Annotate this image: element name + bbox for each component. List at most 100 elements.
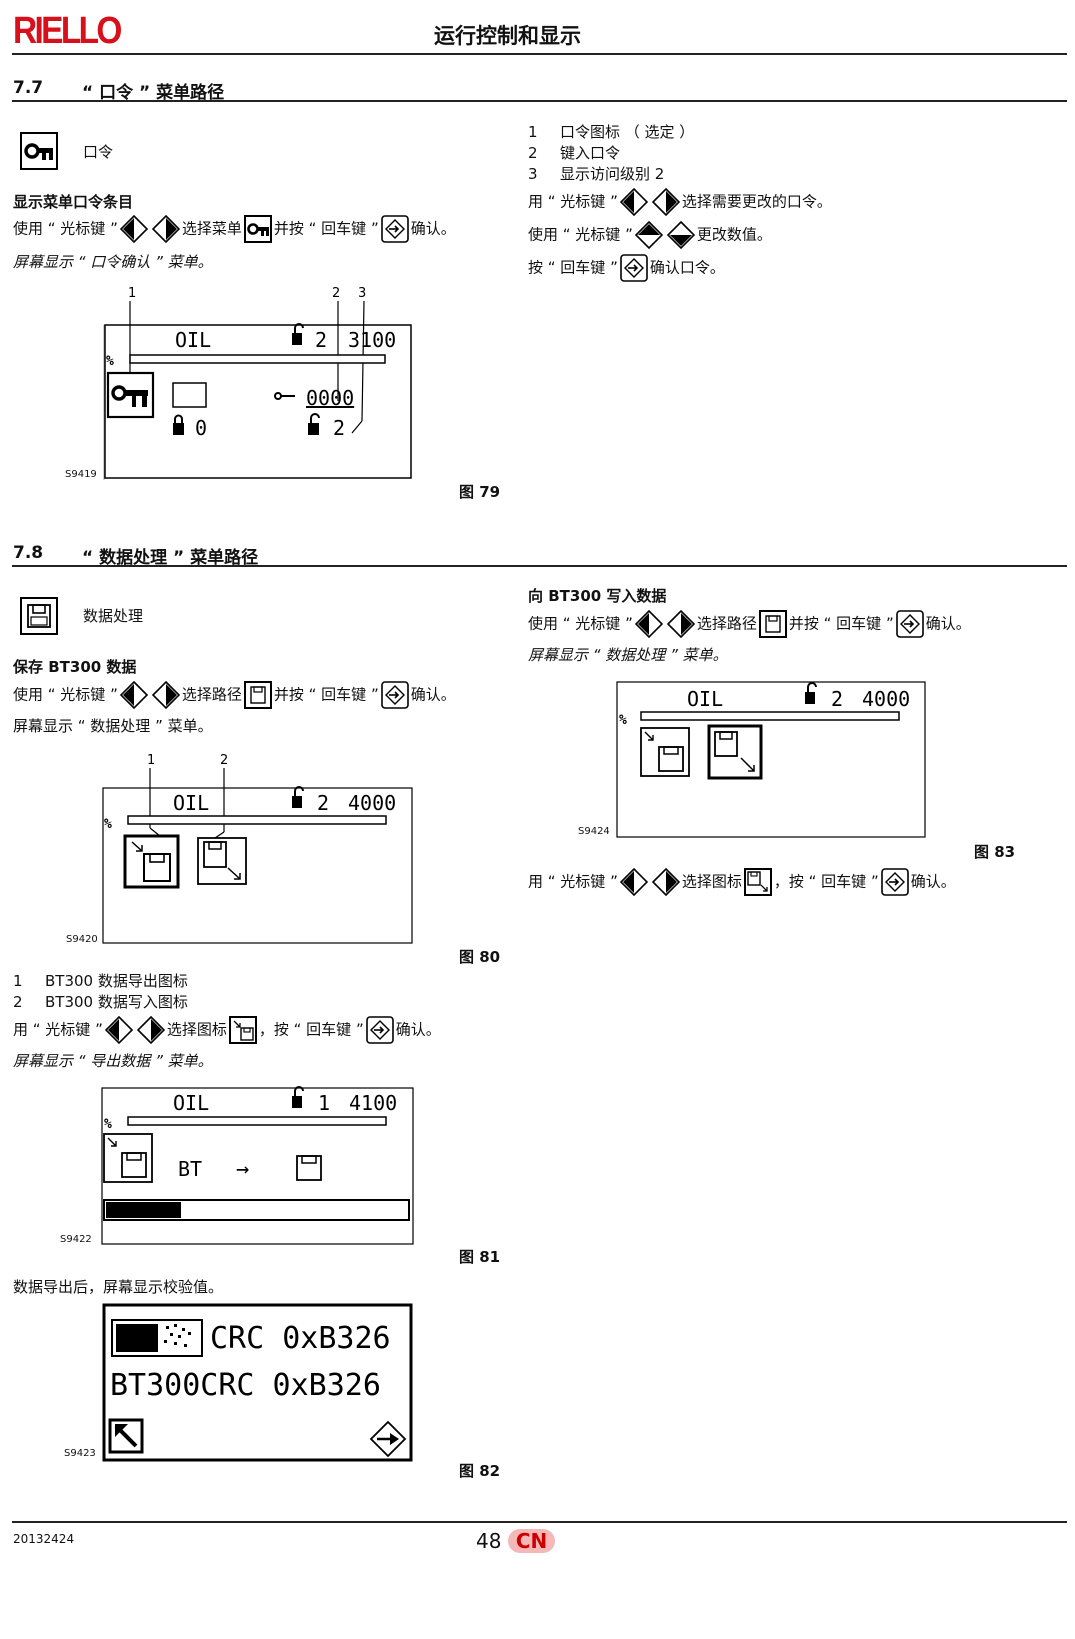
section-7-7-title: “ 口令 ” 菜单路径	[82, 83, 225, 103]
text: 用 “ 光标键 ”	[528, 192, 618, 211]
page-number-value: 48	[476, 1529, 502, 1553]
export-data-icon	[228, 1016, 257, 1044]
figure-83-label: 图 83	[974, 843, 1016, 861]
figure-81-code: S9422	[60, 1234, 92, 1245]
write-subheading: 向 BT300 写入数据	[528, 587, 667, 605]
text: 用 “ 光标键 ”	[528, 872, 618, 891]
lcd-bt: BT	[178, 1157, 202, 1181]
legend-num: 1	[528, 123, 538, 141]
cursor-down-key-icon	[667, 221, 695, 249]
lcd-crc-1: CRC 0xB326	[210, 1321, 391, 1356]
section-7-8-number: 7.8	[13, 543, 44, 563]
figure-81-label: 图 81	[459, 1248, 501, 1266]
text: 确认口令。	[649, 258, 725, 277]
enter-key-icon	[880, 868, 909, 896]
data-menu-icon	[243, 681, 272, 709]
save-step-1: 使用 “ 光标键 ”选择路径并按 “ 回车键 ”确认。	[13, 681, 456, 709]
data-icon-label: 数据处理	[83, 607, 144, 625]
export-progress-fill	[106, 1202, 181, 1218]
text: 确认。	[410, 219, 456, 238]
text: 并按 “ 回车键 ”	[273, 219, 379, 238]
password-icon-label: 口令	[83, 143, 114, 161]
figure-79-lcd: 1 2 3 OIL 2 3100 % 0000 0 2	[103, 286, 412, 480]
text: 确认。	[395, 1020, 441, 1039]
lcd-value: 4100	[349, 1091, 397, 1115]
text: 确认。	[925, 614, 971, 633]
enter-key-icon	[380, 215, 409, 243]
figure-79-label: 图 79	[459, 483, 501, 501]
enter-key-icon	[380, 681, 409, 709]
cursor-left-key-icon	[620, 188, 648, 216]
password-key-icon	[20, 132, 58, 170]
figure-83-code: S9424	[578, 826, 610, 837]
password-right-step-2: 使用 “ 光标键 ”更改数值。	[528, 221, 772, 249]
lcd-fuel: OIL	[173, 1091, 209, 1115]
text: 使用 “ 光标键 ”	[13, 219, 118, 238]
lcd-percent: %	[106, 354, 114, 369]
text: 使用 “ 光标键 ”	[13, 685, 118, 704]
cursor-left-key-icon	[120, 681, 148, 709]
figure-83-lcd: OIL 2 4000 %	[616, 681, 926, 838]
figure-82-code: S9423	[64, 1448, 96, 1459]
text: 并按 “ 回车键 ”	[273, 685, 379, 704]
enter-key-icon	[365, 1016, 394, 1044]
text: ，按 “ 回车键 ”	[258, 1020, 364, 1039]
legend-text: 键入口令	[560, 144, 621, 162]
text: 选择图标	[166, 1020, 227, 1039]
callout-2: 2	[220, 753, 228, 768]
legend-num: 2	[13, 993, 23, 1011]
lcd-level: 2	[831, 687, 843, 711]
legend-text: 显示访问级别 2	[560, 165, 665, 183]
text: 并按 “ 回车键 ”	[788, 614, 894, 633]
cursor-left-key-icon	[635, 610, 663, 638]
text: 确认。	[910, 872, 956, 891]
lcd-percent: %	[619, 713, 627, 728]
section-7-8-title: “ 数据处理 ” 菜单路径	[82, 548, 259, 568]
data-disk-icon	[20, 597, 58, 635]
callout-1: 1	[128, 286, 136, 301]
lcd-percent: %	[104, 1117, 112, 1132]
text: 选择图标	[681, 872, 742, 891]
lcd-password: 0000	[306, 386, 354, 410]
lcd-value: 3100	[348, 328, 396, 352]
enter-key-icon	[895, 610, 924, 638]
callout-3: 3	[358, 286, 366, 301]
lcd-level: 2	[315, 328, 327, 352]
callout-1: 1	[147, 753, 155, 768]
legend-item-2: 2 键入口令	[528, 141, 620, 165]
text: 选择路径	[696, 614, 757, 633]
legend-text: 口令图标 （ 选定 ）	[560, 123, 695, 141]
password-right-step-3: 按 “ 回车键 ”确认口令。	[528, 254, 725, 282]
lcd-arrow: →	[236, 1157, 249, 1182]
password-step-1: 使用 “ 光标键 ”选择菜单并按 “ 回车键 ”确认。	[13, 215, 456, 243]
cursor-right-key-icon	[652, 868, 680, 896]
lcd-fuel: OIL	[687, 687, 723, 711]
cursor-right-key-icon	[152, 215, 180, 243]
figure-82-lcd: CRC 0xB326 BT300CRC 0xB326	[102, 1303, 413, 1462]
page-title: 运行控制和显示	[434, 24, 581, 48]
text: 用 “ 光标键 ”	[13, 1020, 103, 1039]
legend-num: 2	[528, 144, 538, 162]
figure-79-code: S9419	[65, 469, 97, 480]
password-screen-note: 屏幕显示 “ 口令确认 ” 菜单。	[13, 253, 213, 271]
language-badge: CN	[507, 1529, 556, 1553]
write-screen-note: 屏幕显示 “ 数据处理 ” 菜单。	[528, 646, 728, 664]
figure-80-code: S9420	[66, 934, 98, 945]
password-subheading: 显示菜单口令条目	[13, 193, 134, 211]
password-right-step-1: 用 “ 光标键 ”选择需要更改的口令。	[528, 188, 832, 216]
cursor-right-key-icon	[652, 188, 680, 216]
cursor-right-key-icon	[152, 681, 180, 709]
lcd-lock-level: 0	[195, 416, 207, 440]
write-step-1: 使用 “ 光标键 ” 选择路径 并按 “ 回车键 ” 确认。	[528, 610, 971, 638]
enter-key-icon	[620, 254, 648, 282]
section-7-8-rule	[12, 565, 1067, 567]
text: 更改数值。	[696, 225, 772, 244]
doc-number: 20132424	[13, 1532, 75, 1546]
legend-num: 1	[13, 972, 23, 990]
lcd-crc-2: BT300CRC 0xB326	[110, 1368, 381, 1403]
cursor-right-key-icon	[667, 610, 695, 638]
password-menu-icon	[243, 215, 272, 243]
cursor-left-key-icon	[120, 215, 148, 243]
text: 使用 “ 光标键 ”	[528, 614, 633, 633]
